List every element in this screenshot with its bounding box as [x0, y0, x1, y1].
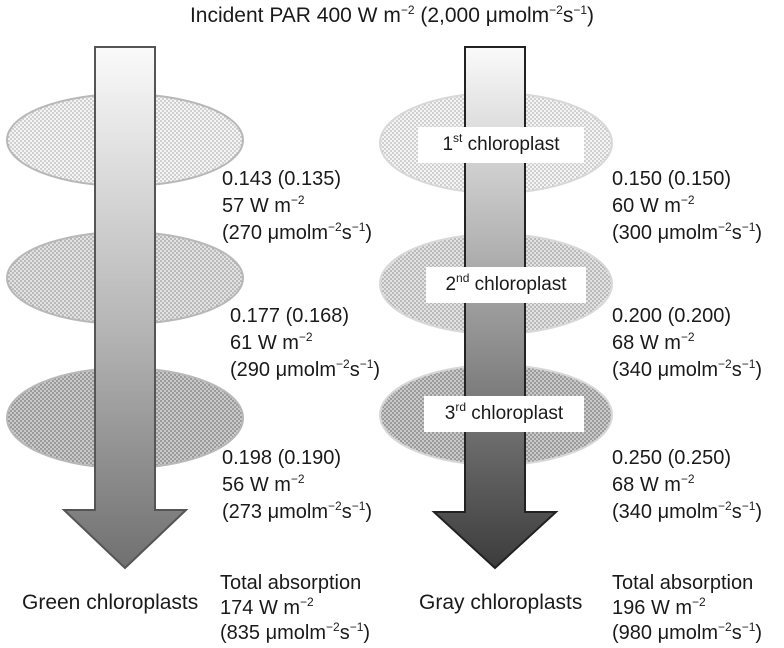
gray-total-absorption: Total absorption 196 W m−2 (980 μmolm−2s… — [612, 571, 762, 646]
green-chloroplasts-label: Green chloroplasts — [22, 591, 199, 614]
photon-flux: (340 μmolm−2s−1) — [612, 357, 763, 381]
incident-par-title: Incident PAR 400 W m−2 (2,000 μmolm−2s−1… — [189, 3, 595, 27]
total-heading: Total absorption — [612, 572, 754, 594]
photon-flux: (340 μmolm−2s−1) — [612, 499, 763, 523]
total-heading: Total absorption — [220, 572, 362, 594]
gray-light-arrow — [431, 46, 559, 570]
gray-chloroplast-1-label: 1st chloroplast — [418, 127, 584, 163]
gray-layer-3-stats: 0.250 (0.250) 68 W m−2 (340 μmolm−2s−1) — [612, 445, 762, 526]
photon-flux: (290 μmolm−2s−1) — [230, 357, 381, 381]
green-total-absorption: Total absorption 174 W m−2 (835 μmolm−2s… — [220, 571, 370, 646]
green-layer-1-stats: 0.143 (0.135) 57 W m−2 (270 μmolm−2s−1) — [222, 166, 372, 247]
absorption-fraction: 0.143 (0.135) — [222, 168, 341, 190]
gray-chloroplast-2-label: 2nd chloroplast — [426, 267, 586, 303]
absorption-fraction: 0.150 (0.150) — [612, 168, 731, 190]
gray-layer-1-stats: 0.150 (0.150) 60 W m−2 (300 μmolm−2s−1) — [612, 166, 762, 247]
absorption-fraction: 0.200 (0.200) — [612, 305, 731, 327]
absorption-fraction: 0.250 (0.250) — [612, 447, 731, 469]
energy-flux: 57 W m−2 — [222, 193, 305, 217]
energy-flux: 68 W m−2 — [612, 472, 695, 496]
total-photon-flux: (835 μmolm−2s−1) — [220, 620, 371, 644]
energy-flux: 68 W m−2 — [612, 330, 695, 354]
photon-flux: (273 μmolm−2s−1) — [222, 499, 373, 523]
total-photon-flux: (980 μmolm−2s−1) — [612, 620, 763, 644]
energy-flux: 56 W m−2 — [222, 472, 305, 496]
green-layer-2-stats: 0.177 (0.168) 61 W m−2 (290 μmolm−2s−1) — [230, 303, 380, 384]
photon-flux: (300 μmolm−2s−1) — [612, 220, 763, 244]
gray-chloroplasts-label: Gray chloroplasts — [419, 591, 583, 614]
energy-flux: 61 W m−2 — [230, 330, 313, 354]
green-light-arrow — [61, 46, 189, 570]
gray-layer-2-stats: 0.200 (0.200) 68 W m−2 (340 μmolm−2s−1) — [612, 303, 762, 384]
green-layer-3-stats: 0.198 (0.190) 56 W m−2 (273 μmolm−2s−1) — [222, 445, 372, 526]
gray-chloroplast-3-label: 3rd chloroplast — [424, 396, 584, 432]
total-energy-flux: 196 W m−2 — [612, 595, 706, 619]
absorption-fraction: 0.198 (0.190) — [222, 447, 341, 469]
photon-flux: (270 μmolm−2s−1) — [222, 220, 373, 244]
absorption-fraction: 0.177 (0.168) — [230, 305, 349, 327]
total-energy-flux: 174 W m−2 — [220, 595, 314, 619]
energy-flux: 60 W m−2 — [612, 193, 695, 217]
